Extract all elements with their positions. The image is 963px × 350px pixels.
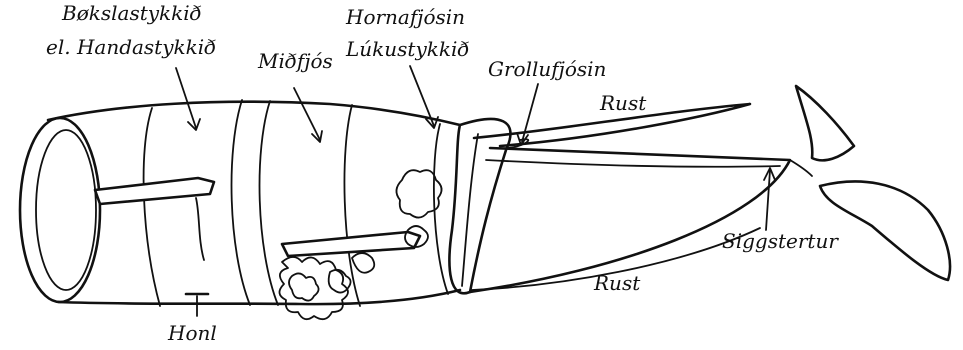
label-bokslastykkid: Bøkslastykkið xyxy=(61,1,202,25)
label-honl: Honl xyxy=(167,321,217,345)
tail-section xyxy=(449,104,790,293)
label-siggstertur: Siggstertur xyxy=(722,229,839,253)
label-hornafjosin: Hornafjósin xyxy=(345,5,465,29)
label-rust-top: Rust xyxy=(599,91,647,115)
label-rust-bottom: Rust xyxy=(593,271,641,295)
leader-lines xyxy=(176,66,775,316)
label-grollufjosin: Grollufjósin xyxy=(488,57,606,81)
label-handastykkid: el. Handastykkið xyxy=(46,35,216,59)
handle-flaps xyxy=(95,178,420,260)
label-midfjos: Miðfjós xyxy=(257,49,333,73)
label-lukustykkid: Lúkustykkið xyxy=(345,37,469,61)
section-dividers xyxy=(144,100,448,306)
